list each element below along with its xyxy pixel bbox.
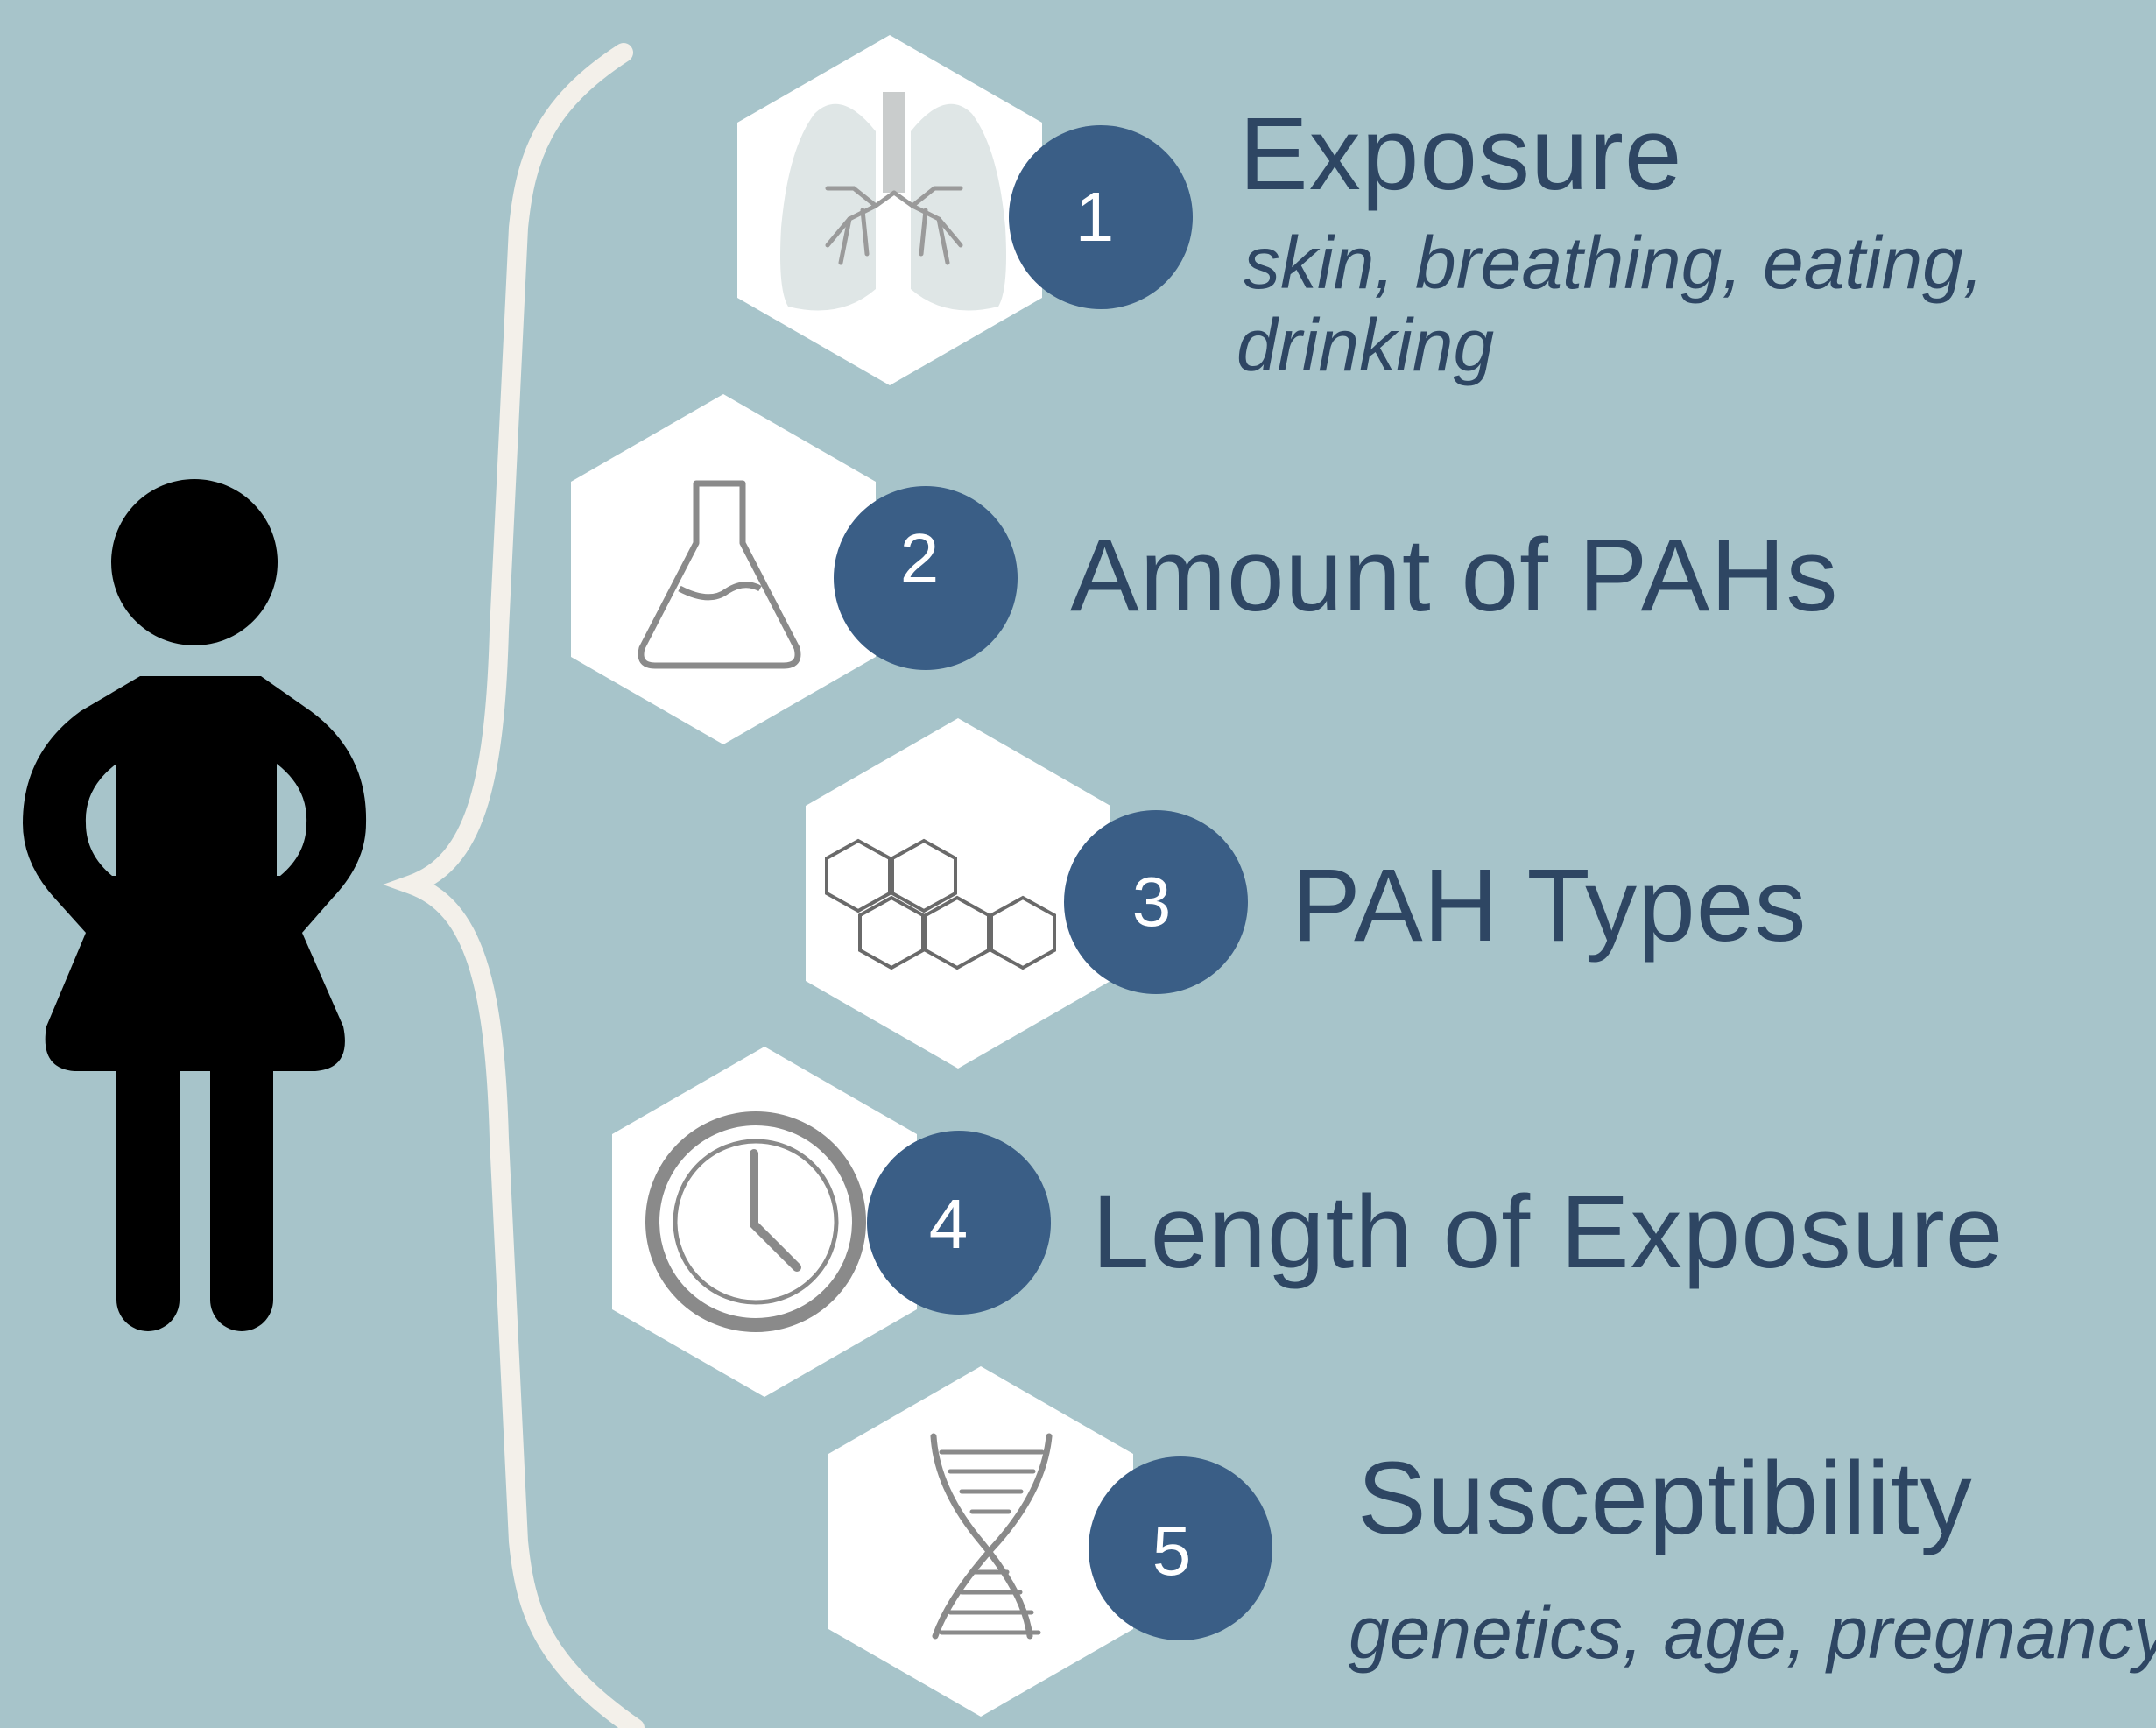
- item-5-subtitle-line1: genetics, age, pregnancy: [1349, 1591, 2156, 1674]
- hexagon-2: [571, 394, 876, 744]
- item-1-subtitle-line2: drinking: [1237, 304, 1495, 386]
- badge-number-5: 5: [1152, 1512, 1192, 1590]
- badge-4: 4: [867, 1131, 1051, 1315]
- flask-icon: [638, 480, 801, 669]
- item-5-title: Susceptibility: [1357, 1441, 1973, 1556]
- curly-brace: [383, 43, 645, 1728]
- hexagon-4: [612, 1047, 917, 1397]
- badge-number-4: 4: [929, 1185, 969, 1263]
- dna-icon: [930, 1433, 1053, 1640]
- lungs-icon: [780, 92, 1006, 311]
- item-2-title: Amount of PAHs: [1070, 518, 1839, 633]
- badge-number-2: 2: [900, 519, 940, 597]
- badge-number-1: 1: [1075, 178, 1115, 256]
- badge-number-3: 3: [1132, 863, 1172, 941]
- item-1-title: Exposure: [1239, 96, 1683, 212]
- hexagon-rings-icon: [825, 838, 1056, 970]
- person-icon: [23, 479, 367, 1331]
- clock-icon: [645, 1111, 866, 1332]
- item-1-subtitle-line1: skin, breathing, eating,: [1244, 222, 1984, 304]
- number-badges: 1 2 3 4 5: [834, 125, 1272, 1640]
- hexagon-3: [806, 718, 1110, 1069]
- item-3-title: PAH Types: [1292, 848, 1807, 963]
- badge-5: 5: [1089, 1456, 1272, 1640]
- badge-3: 3: [1064, 810, 1248, 994]
- badge-2: 2: [834, 486, 1018, 670]
- item-4-title: Length of Exposure: [1092, 1174, 2005, 1290]
- badge-1: 1: [1009, 125, 1193, 309]
